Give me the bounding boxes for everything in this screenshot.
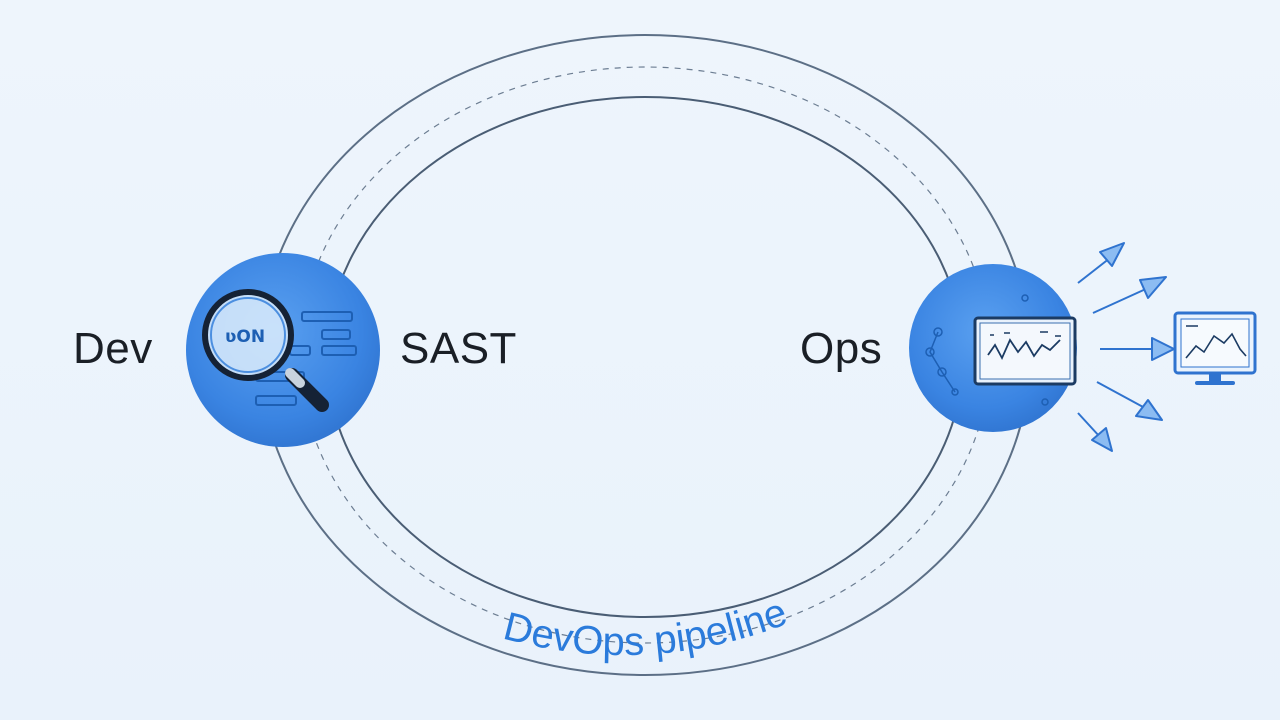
outgoing-arrow-icon [1100,337,1175,361]
network-dots-icon [925,294,1049,406]
outgoing-arrow-icon [1077,412,1113,452]
magnifier-icon: ʋON [202,289,329,412]
outgoing-arrow-icon [1077,242,1125,284]
outgoing-arrow-icon [1092,276,1167,314]
ops-label: Ops [800,324,883,373]
dev-node: ʋON [186,253,380,447]
outgoing-arrow-icon [1096,381,1163,421]
dev-label: Dev [73,324,153,373]
monitor-chart-icon [1173,311,1257,385]
ops-node [909,264,1077,432]
magnifier-lens-text: ʋON [225,327,265,347]
sast-label: SAST [400,324,517,373]
outgoing-arrows [1077,242,1175,452]
code-lines-icon [255,311,357,406]
dashboard-screen-icon [973,316,1077,386]
